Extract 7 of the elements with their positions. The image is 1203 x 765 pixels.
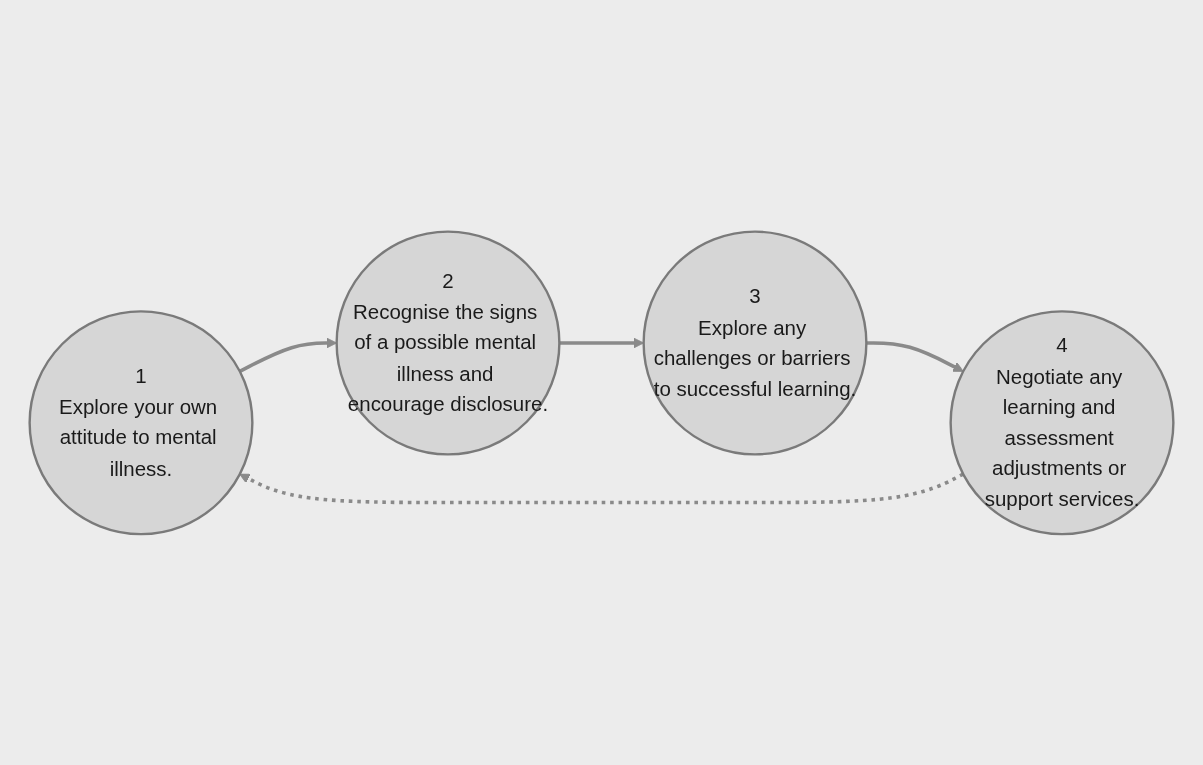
node-circle (335, 230, 561, 456)
cycle-diagram: 1 Explore your own attitude to mental illness. 2 Recognise the signs of a possible mental illness and encourage disclosure. 3 Explore any challenges or barriers to successful learning. 4 Negotiate any learning and assessment adjustments or support services. (20, 221, 1183, 544)
node-circle (949, 309, 1175, 535)
arrow (239, 472, 964, 504)
node-circle (642, 230, 868, 456)
arrow (866, 340, 964, 372)
node-circle (28, 309, 254, 535)
